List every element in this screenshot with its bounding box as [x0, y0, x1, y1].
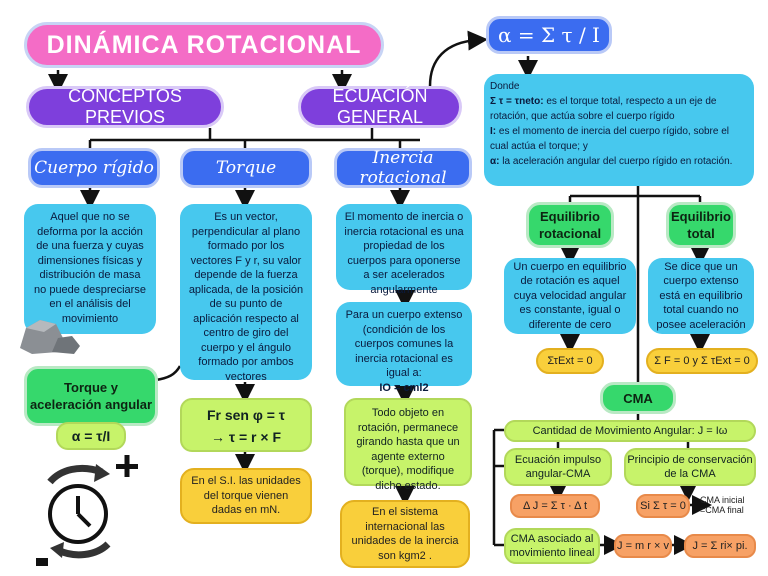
- donde-line3: α: la aceleración angular del cuerpo ríg…: [490, 156, 733, 167]
- cma-impulso-formula: Δ J = Σ τ · Δ t: [510, 494, 600, 518]
- cuerpo-rigido-node: Cuerpo rígido: [28, 148, 160, 188]
- donde-label: Donde: [490, 81, 520, 92]
- cma-note-final: =CMA final: [700, 505, 744, 515]
- cma-node: CMA: [600, 382, 676, 414]
- rock-icon: [20, 320, 80, 354]
- torque-definition: Es un vector, perpendicular al plano for…: [180, 204, 312, 383]
- conceptos-previos-node: CONCEPTOS PREVIOS: [26, 86, 224, 128]
- cma-lineal-formula-1: J = m r × v: [614, 534, 672, 558]
- inercia-formula: IO = cml2: [379, 381, 429, 394]
- torque-aceleracion-formula: α = τ/I: [56, 422, 126, 450]
- cma-lineal: CMA asociado al movimiento lineal: [504, 528, 600, 564]
- inercia-definition: El momento de inercia o inercia rotacion…: [336, 204, 472, 296]
- inercia-cuerpo-extenso-text: Para un cuerpo extenso (condición de los…: [345, 309, 463, 379]
- cuerpo-rigido-definition: Aquel que no se deforma por la acción de…: [24, 204, 156, 334]
- torque-node: Torque: [180, 148, 312, 188]
- torque-formula-line2: → τ = r × F: [210, 429, 282, 445]
- torque-formula-line1: Fr sen φ = τ: [206, 407, 286, 423]
- equilibrio-rotacional-formula: ΣτExt = 0: [536, 348, 604, 374]
- torque-formula: Fr sen φ = τ → τ = r × F: [180, 398, 312, 452]
- donde-line1: Σ τ = τneto: es el torque total, respect…: [490, 96, 717, 122]
- torque-units: En el S.I. las unidades del torque viene…: [180, 468, 312, 524]
- equilibrio-rotacional-text: Un cuerpo en equilibrio de rotación es a…: [504, 258, 636, 334]
- equilibrio-rotacional-node: Equilibrio rotacional: [526, 202, 614, 248]
- inercia-rotacion-text: Todo objeto en rotación, permanece giran…: [344, 398, 472, 492]
- page-title: DINÁMICA ROTACIONAL: [24, 22, 384, 68]
- cma-definition: Cantidad de Movimiento Angular: J = Iω: [504, 420, 756, 442]
- inercia-rotacional-node: Inercia rotacional: [334, 148, 472, 188]
- cma-note-initial: CMA inicial: [700, 495, 745, 505]
- equilibrio-total-node: Equilibrio total: [666, 202, 736, 248]
- inercia-units: En el sistema internacional las unidades…: [340, 500, 470, 568]
- cma-lineal-formula-2: J = Σ ri× pi.: [684, 534, 756, 558]
- cma-conservacion: Principio de conservación de la CMA: [624, 448, 756, 486]
- cma-impulso: Ecuación impulso angular-CMA: [504, 448, 612, 486]
- donde-box: Donde Σ τ = τneto: es el torque total, r…: [484, 74, 754, 186]
- clock-rotation-icon: [36, 455, 138, 566]
- donde-line2: I: es el momento de inercia del cuerpo r…: [490, 126, 730, 152]
- cma-conservacion-note: CMA inicial =CMA final: [700, 495, 766, 515]
- formula-general: α = Σ τ / I: [486, 16, 612, 54]
- torque-aceleracion-node: Torque y aceleración angular: [24, 366, 158, 426]
- ecuacion-general-node: ECUACIÓN GENERAL: [298, 86, 462, 128]
- equilibrio-total-text: Se dice que un cuerpo extenso está en eq…: [648, 258, 754, 334]
- inercia-cuerpo-extenso: Para un cuerpo extenso (condición de los…: [336, 302, 472, 394]
- equilibrio-total-formula: Σ F = 0 y Σ τExt = 0: [646, 348, 758, 374]
- cma-conservacion-formula: Si Σ τ = 0: [636, 494, 690, 518]
